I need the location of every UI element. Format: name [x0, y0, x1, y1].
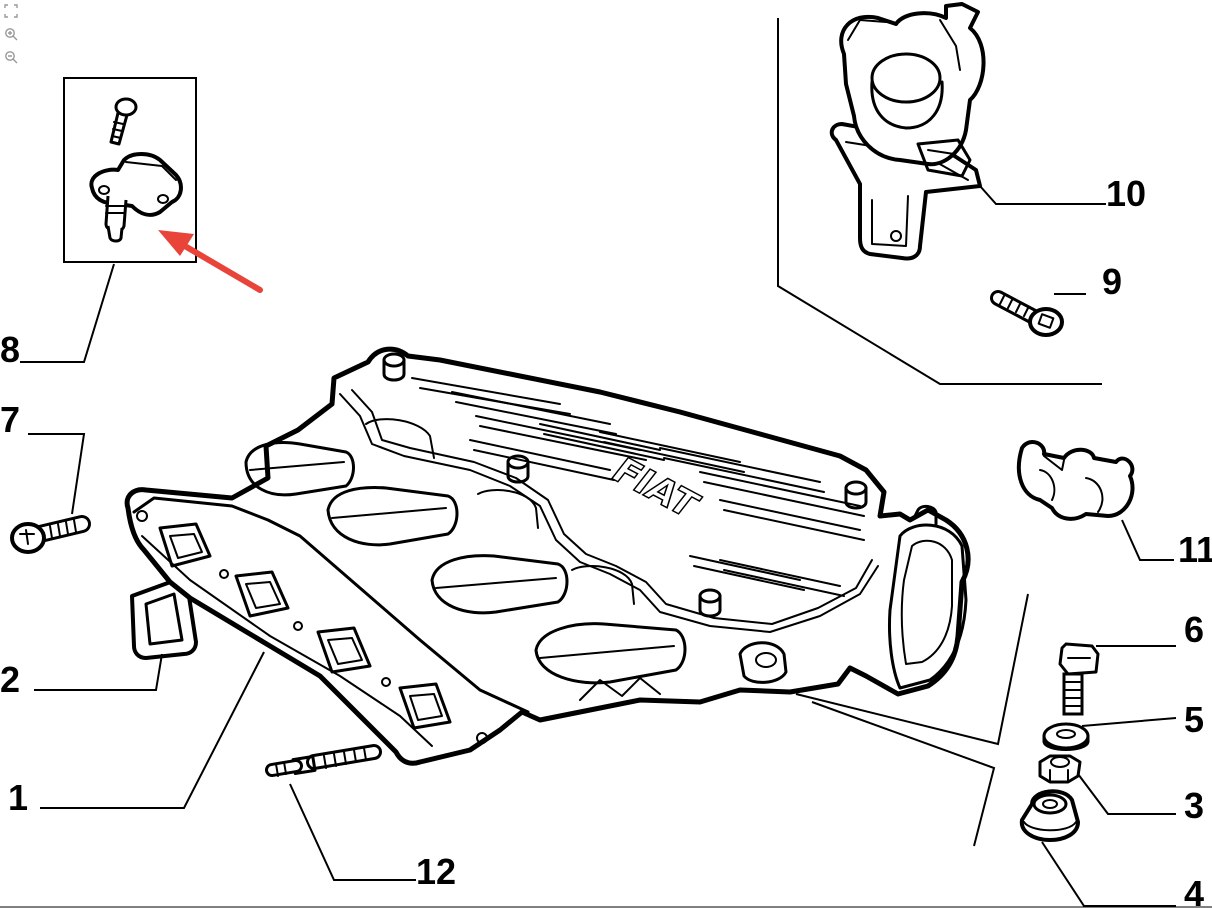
callout-3: 3: [1184, 785, 1204, 826]
part-8-actuator: [89, 152, 183, 243]
part-3-nut: [1038, 754, 1082, 784]
part-10-bracket: [829, 2, 986, 261]
manifold-studs: [382, 352, 868, 618]
part-9-bolt: [990, 290, 1064, 337]
callout-10: 10: [1106, 173, 1146, 214]
manifold-ports: [136, 510, 488, 744]
viewer-toolbar: [4, 4, 20, 73]
manifold-ribs: [411, 377, 865, 597]
callout-5: 5: [1184, 699, 1204, 740]
callout-12: 12: [416, 851, 456, 892]
part-4-mount: [1019, 789, 1080, 842]
zoom-in-icon[interactable]: [4, 27, 18, 41]
fit-page-icon[interactable]: [4, 4, 18, 18]
part-10-group: 10: [777, 2, 1146, 385]
part-6-bolt: [1058, 642, 1100, 716]
callout-1: 1: [8, 777, 28, 818]
manifold-runners: [244, 441, 687, 685]
part-8-inset: [63, 77, 197, 263]
part-1-manifold: FIAT: [124, 346, 971, 766]
part-7-bolt: [10, 515, 91, 554]
highlight-arrow: [158, 230, 263, 293]
part-8-screw: [109, 97, 138, 146]
callout-2: 2: [0, 659, 20, 700]
part-5-washer: [1042, 722, 1090, 751]
zoom-out-icon[interactable]: [4, 50, 18, 64]
callout-11: 11: [1178, 529, 1212, 570]
callout-8: 8: [0, 329, 20, 370]
callout-7: 7: [0, 399, 20, 440]
part-11-clip: [1016, 440, 1135, 521]
callout-6: 6: [1184, 609, 1204, 650]
callout-4: 4: [1184, 873, 1204, 908]
part-12-stud: [265, 744, 382, 777]
callout-9: 9: [1102, 261, 1122, 302]
